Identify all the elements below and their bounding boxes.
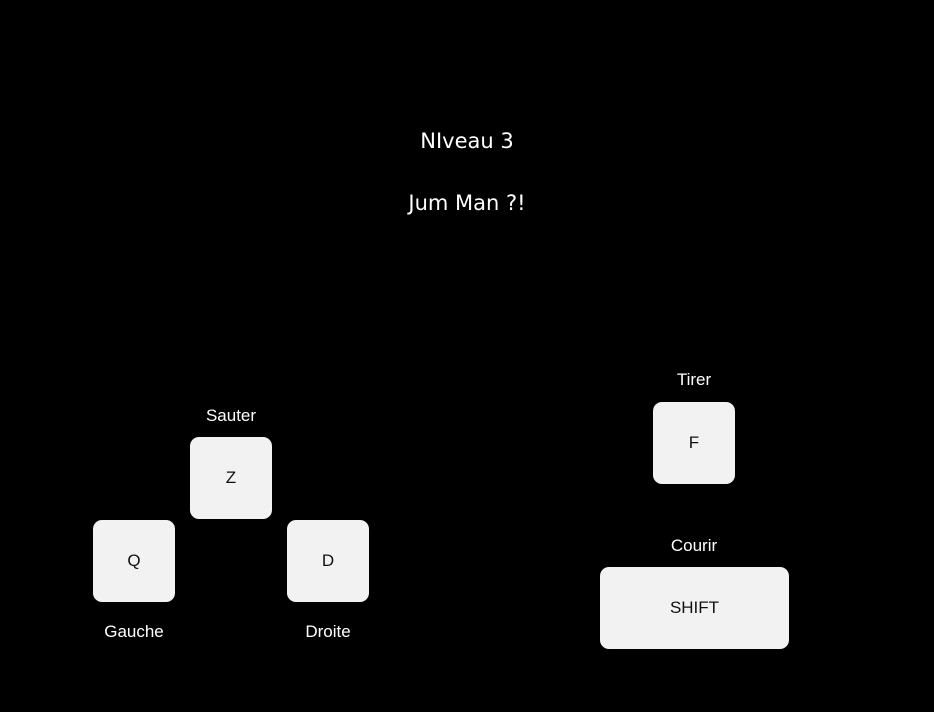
game-title: Jum Man ?! — [408, 191, 526, 215]
run-label: Courir — [670, 536, 718, 555]
shoot-label: Tirer — [676, 370, 712, 389]
left-label: Gauche — [104, 622, 164, 641]
shoot-key: F — [653, 402, 735, 484]
left-key: Q — [93, 520, 175, 602]
right-key: D — [287, 520, 369, 602]
jump-key: Z — [190, 437, 272, 519]
level-title: NIveau 3 — [420, 129, 514, 153]
run-key: SHIFT — [600, 567, 789, 649]
jump-label: Sauter — [205, 406, 257, 425]
right-label: Droite — [305, 622, 351, 641]
